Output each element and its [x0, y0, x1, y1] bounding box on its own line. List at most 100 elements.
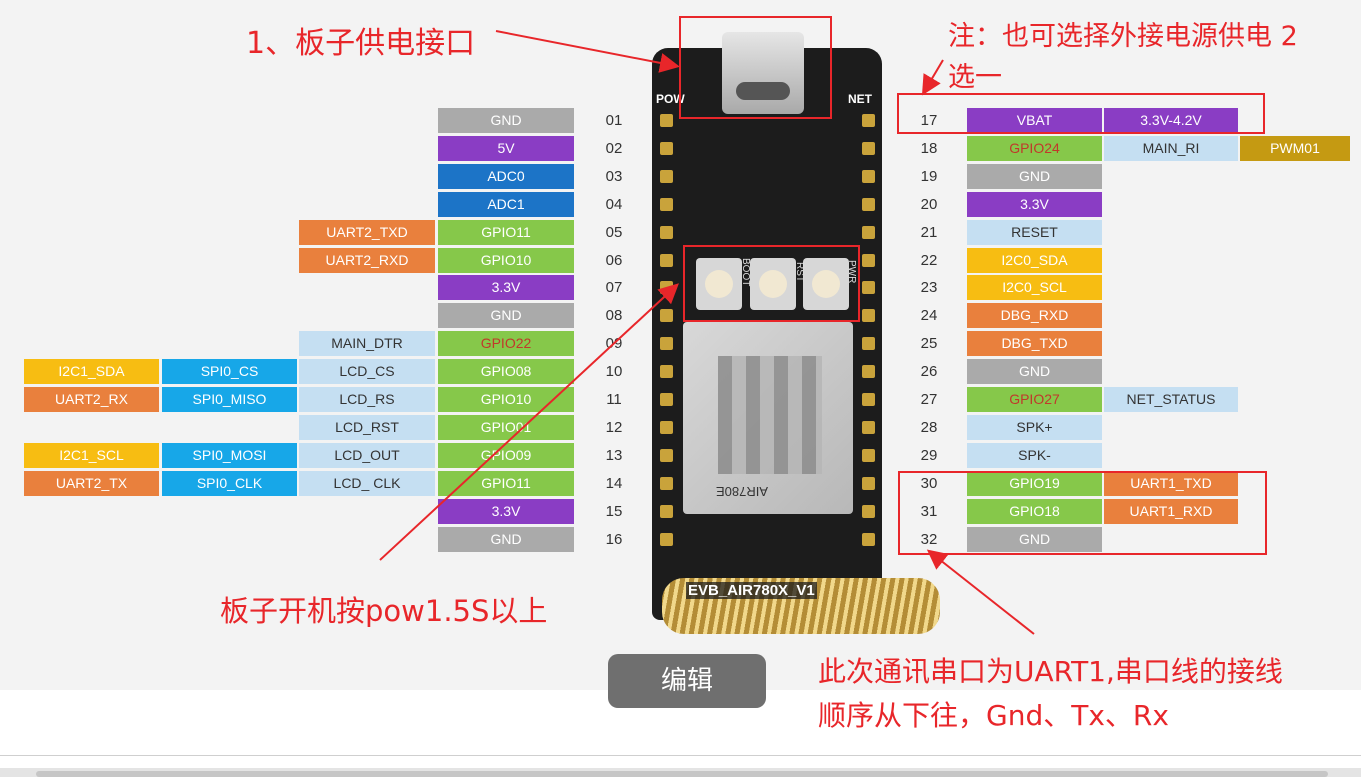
pin-pad	[862, 393, 875, 406]
pin-label: GND	[438, 108, 574, 133]
pin-pad	[862, 198, 875, 211]
pin-pad	[660, 393, 673, 406]
pin-pad	[862, 365, 875, 378]
pin-pad	[660, 365, 673, 378]
pin-label: PWM01	[1240, 136, 1350, 161]
vbat-highlight-box	[897, 93, 1265, 134]
pin-label: GND	[967, 527, 1102, 552]
pin-label: SPI0_CS	[162, 359, 297, 384]
pin-number: 30	[920, 475, 938, 492]
pin-label: GND	[438, 527, 574, 552]
pin-number: 05	[605, 224, 623, 241]
pin-number: 11	[606, 391, 622, 408]
pin-number: 16	[605, 531, 623, 548]
arrow-power-port	[495, 30, 680, 73]
pin-number: 32	[920, 531, 938, 548]
pin-label: SPI0_MISO	[162, 387, 297, 412]
pin-label: DBG_RXD	[967, 303, 1102, 328]
pin-number: 24	[920, 307, 938, 324]
scrollbar-thumb[interactable]	[36, 771, 1328, 777]
pin-number: 03	[605, 168, 623, 185]
pin-number: 21	[920, 224, 938, 241]
pin-number: 06	[605, 252, 623, 269]
pin-number: 25	[920, 335, 938, 352]
pin-label: GPIO22	[438, 331, 574, 356]
pin-label: RESET	[967, 220, 1102, 245]
pin-label: 5V	[438, 136, 574, 161]
pin-pad	[660, 254, 673, 267]
pin-number: 23	[920, 279, 938, 296]
pin-label: 3.3V	[438, 275, 574, 300]
pin-pad	[862, 170, 875, 183]
pin-pad	[862, 505, 875, 518]
pin-number: 22	[920, 252, 938, 269]
pin-pad	[660, 114, 673, 127]
pin-label: VBAT	[967, 108, 1102, 133]
pin-number: 08	[605, 307, 623, 324]
annotation-uart-line1: 此次通讯串口为UART1,串口线的接线	[818, 655, 1283, 688]
pin-pad	[862, 226, 875, 239]
pin-pad	[862, 449, 875, 462]
uart1-highlight-box	[898, 471, 1267, 555]
pin-label: UART2_RXD	[299, 248, 435, 273]
pin-number: 07	[605, 279, 623, 296]
pin-label: I2C0_SDA	[967, 248, 1102, 273]
pin-label: GPIO27	[967, 387, 1102, 412]
board-label-pow: POW	[656, 92, 685, 106]
pin-pad	[862, 281, 875, 294]
pin-label: ADC1	[438, 192, 574, 217]
pin-number: 04	[605, 196, 623, 213]
annotation-uart-line2: 顺序从下往，Gnd、Tx、Rx	[818, 699, 1169, 732]
pin-pad	[862, 142, 875, 155]
pin-number: 02	[605, 140, 623, 157]
pin-pad	[862, 477, 875, 490]
pin-label: GND	[438, 303, 574, 328]
mosaic-blur	[718, 356, 822, 474]
pin-label: GPIO10	[438, 387, 574, 412]
pin-number: 20	[920, 196, 938, 213]
pin-number: 18	[920, 140, 938, 157]
pin-label: SPI0_CLK	[162, 471, 297, 496]
pin-pad	[862, 421, 875, 434]
pin-pad	[862, 337, 875, 350]
pin-number: 01	[605, 112, 623, 129]
pin-label: UART2_TX	[24, 471, 159, 496]
pin-label: MAIN_DTR	[299, 331, 435, 356]
rst-button-part	[750, 258, 796, 310]
annotation-arrows	[379, 30, 1035, 635]
pin-label: GPIO08	[438, 359, 574, 384]
pin-label: UART2_TXD	[299, 220, 435, 245]
pin-pad	[660, 477, 673, 490]
pin-label: 3.3V	[967, 192, 1102, 217]
button-label-boot: BOOT	[740, 258, 751, 287]
pin-label: I2C1_SCL	[24, 443, 159, 468]
pin-label: LCD_OUT	[299, 443, 435, 468]
pin-label: LCD_CS	[299, 359, 435, 384]
pin-pad	[660, 505, 673, 518]
pin-label: GPIO11	[438, 220, 574, 245]
pin-number: 19	[920, 168, 938, 185]
pin-pad	[862, 254, 875, 267]
pin-label: SPK-	[967, 443, 1102, 468]
arrow-power-button	[379, 283, 679, 561]
button-label-pwr: PWR	[846, 260, 857, 284]
edit-button[interactable]: 编辑	[608, 654, 766, 708]
pin-label: NET_STATUS	[1104, 387, 1238, 412]
pin-number: 27	[920, 391, 938, 408]
pin-label: GPIO01	[438, 415, 574, 440]
pin-label: GPIO19	[967, 471, 1102, 496]
pin-label: GPIO24	[967, 136, 1102, 161]
pin-pad	[660, 449, 673, 462]
arrow-uart1	[926, 549, 1035, 635]
pin-number: 26	[920, 363, 938, 380]
pin-label: 3.3V-4.2V	[1104, 108, 1238, 133]
pin-label: SPK+	[967, 415, 1102, 440]
pin-label: I2C1_SDA	[24, 359, 159, 384]
pin-number: 28	[920, 419, 938, 436]
pin-label: LCD_ CLK	[299, 471, 435, 496]
pwr-button-part	[803, 258, 849, 310]
arrow-external-power	[921, 59, 944, 96]
pin-label: GPIO09	[438, 443, 574, 468]
pin-number: 13	[605, 447, 623, 464]
